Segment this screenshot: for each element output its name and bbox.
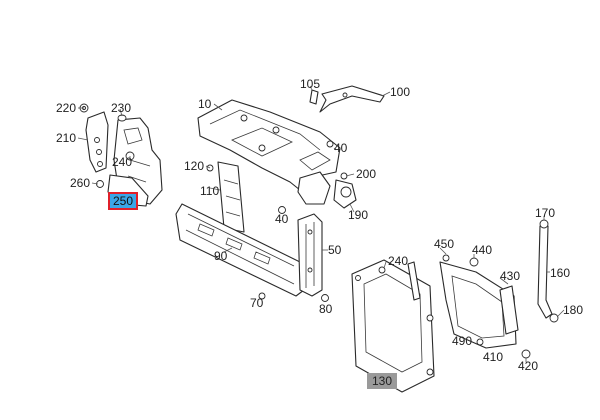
vertical-bracket-110 bbox=[217, 161, 245, 233]
callout-220[interactable]: 220 bbox=[56, 101, 77, 115]
callout-240-right[interactable]: 240 bbox=[388, 254, 409, 268]
callout-430[interactable]: 430 bbox=[500, 269, 521, 283]
callout-90[interactable]: 90 bbox=[214, 249, 228, 263]
callout-260[interactable]: 260 bbox=[70, 176, 91, 190]
callout-440[interactable]: 440 bbox=[472, 243, 493, 257]
bolt-440 bbox=[469, 257, 479, 267]
callout-410[interactable]: 410 bbox=[483, 350, 504, 364]
callout-80[interactable]: 80 bbox=[319, 302, 333, 316]
bolt-490 bbox=[476, 338, 484, 346]
callout-450[interactable]: 450 bbox=[434, 237, 455, 251]
vertical-strut-part bbox=[297, 213, 323, 297]
bolt-70 bbox=[258, 292, 266, 300]
callout-40-top[interactable]: 40 bbox=[334, 141, 348, 155]
callout-105[interactable]: 105 bbox=[300, 77, 321, 91]
callout-50[interactable]: 50 bbox=[328, 243, 342, 257]
callout-190[interactable]: 190 bbox=[348, 208, 369, 222]
bolt-80 bbox=[321, 294, 329, 302]
bolt-450 bbox=[442, 254, 450, 262]
side-frame-part bbox=[439, 261, 519, 349]
callout-10[interactable]: 10 bbox=[198, 97, 212, 111]
upper-carrier-part bbox=[197, 99, 357, 209]
callout-100[interactable]: 100 bbox=[390, 85, 411, 99]
callout-420[interactable]: 420 bbox=[518, 359, 539, 373]
bolt-240-right bbox=[378, 266, 386, 274]
callout-230[interactable]: 230 bbox=[111, 101, 132, 115]
callout-170[interactable]: 170 bbox=[535, 206, 556, 220]
radiator-frame-part bbox=[351, 259, 435, 393]
callout-70[interactable]: 70 bbox=[250, 296, 264, 310]
callout-180[interactable]: 180 bbox=[563, 303, 584, 317]
callout-490[interactable]: 490 bbox=[452, 334, 473, 348]
mount-190 bbox=[340, 186, 352, 198]
bolt-40-top bbox=[326, 140, 334, 148]
callout-250-selected[interactable]: 250 bbox=[107, 192, 139, 210]
cable-bracket-part bbox=[309, 85, 385, 113]
support-rod-part bbox=[537, 219, 559, 323]
callout-130-highlighted[interactable]: 130 bbox=[367, 373, 398, 389]
callout-240-left[interactable]: 240 bbox=[112, 155, 133, 169]
callout-120[interactable]: 120 bbox=[184, 159, 205, 173]
callout-40-mid[interactable]: 40 bbox=[275, 212, 289, 226]
callout-110[interactable]: 110 bbox=[200, 184, 220, 198]
bolt-420 bbox=[521, 349, 531, 359]
callout-200[interactable]: 200 bbox=[356, 167, 377, 181]
leader-lines bbox=[77, 85, 565, 362]
callout-160[interactable]: 160 bbox=[550, 266, 571, 280]
callout-210[interactable]: 210 bbox=[56, 131, 77, 145]
bolt-40-mid bbox=[278, 206, 286, 214]
